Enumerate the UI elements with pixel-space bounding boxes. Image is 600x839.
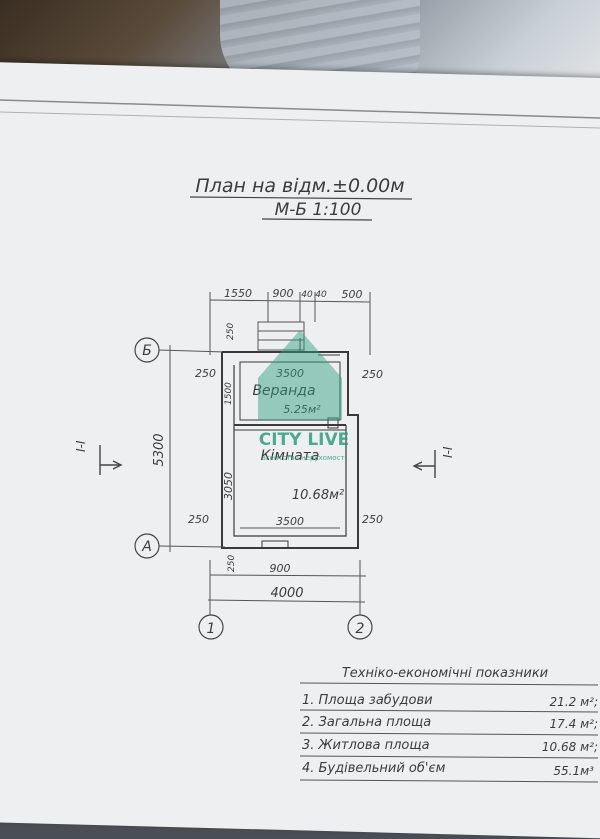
- dim-3500-top: 3500: [276, 367, 304, 380]
- indicator-row-3-value: 10.68 м²;: [542, 740, 598, 754]
- dim-900-bottom: 900: [270, 562, 291, 575]
- section-label-right: I-I: [441, 446, 455, 458]
- dim-250-right-bottom: 250: [362, 513, 383, 526]
- section-label-left: I-I: [74, 440, 88, 452]
- building-walls: [221, 338, 359, 549]
- dim-250-right-top: 250: [362, 368, 383, 381]
- indicator-row-4-line: [299, 779, 599, 783]
- dim-250-vertical-bottom: 250: [227, 555, 237, 572]
- top-dim-500: 500: [342, 288, 363, 301]
- room-area: 10.68м²: [292, 488, 344, 503]
- axis-b-label: Б: [142, 343, 152, 359]
- indicator-row-3-label: 3. Житлова площа: [302, 738, 430, 753]
- axis-1-marker: [198, 614, 224, 640]
- axis-a-label: А: [141, 539, 152, 555]
- axis-b-line: [158, 349, 226, 353]
- axis-1-label: 1: [207, 621, 216, 637]
- top-dim-1550: 1550: [224, 287, 252, 300]
- top-dimension-line: [209, 299, 371, 303]
- height-dim-5300: 5300: [152, 433, 167, 466]
- watermark-sub: агентство нерухомості: [262, 454, 347, 462]
- room-label: Кімната: [261, 448, 320, 464]
- plan-scale: М-Б 1:100: [275, 200, 362, 220]
- axis-a-line: [158, 545, 226, 548]
- indicator-row-2-line: [299, 732, 599, 736]
- indicator-row-2-value: 17.4 м²;: [550, 717, 598, 731]
- dim-3050: 3050: [222, 472, 235, 500]
- top-dim-40b: 40: [315, 290, 327, 300]
- veranda-label: Веранда: [252, 383, 315, 399]
- watermark-house-icon: [258, 330, 342, 420]
- indicator-row-1-value: 21.2 м²;: [550, 695, 598, 709]
- axis-2-label: 2: [356, 621, 365, 637]
- entry-steps: [257, 321, 305, 351]
- top-dim-900: 900: [273, 287, 294, 300]
- top-dim-40a: 40: [301, 290, 313, 300]
- plan-title: План на відм.±0.00м: [195, 175, 404, 197]
- indicator-row-1-label: 1. Площа забудови: [302, 693, 433, 708]
- indicator-row-4-value: 55.1м³: [553, 764, 594, 778]
- dim-line-900: [209, 574, 367, 577]
- indicator-row-3-line: [299, 755, 599, 759]
- dim-4000: 4000: [270, 586, 303, 601]
- section-mark-right: [412, 450, 436, 478]
- watermark-brand: CITY LIVE: [259, 430, 350, 450]
- title-underline: [189, 196, 413, 200]
- veranda-area: 5.25м²: [283, 403, 321, 416]
- scale-underline: [261, 218, 373, 221]
- dim-250-left-bottom: 250: [188, 513, 209, 526]
- dim-3500-bottom: 3500: [276, 515, 304, 528]
- dim-1500: 1500: [224, 382, 234, 405]
- sheet-border-inner: [0, 111, 600, 129]
- indicator-row-2-label: 2. Загальна площа: [302, 715, 431, 730]
- section-mark-left: [99, 445, 123, 475]
- dim-line-4000: [207, 599, 366, 603]
- city-live-watermark: CITY LIVE агентство нерухомості: [258, 330, 349, 462]
- indicators-heading-line: [299, 682, 599, 686]
- dim-250-left-top: 250: [195, 367, 216, 380]
- dim-250-vertical-top: 250: [226, 323, 236, 340]
- indicator-row-1-line: [299, 709, 599, 713]
- floor-plan-drawing: План на відм.±0.00м М-Б 1:100 1550 900 4…: [0, 99, 600, 783]
- sheet-border-top: [0, 99, 600, 119]
- axis-2-marker: [347, 614, 373, 640]
- indicators-heading: Техніко-економічні показники: [342, 666, 548, 681]
- indicator-row-4-label: 4. Будівельний об'єм: [302, 761, 446, 776]
